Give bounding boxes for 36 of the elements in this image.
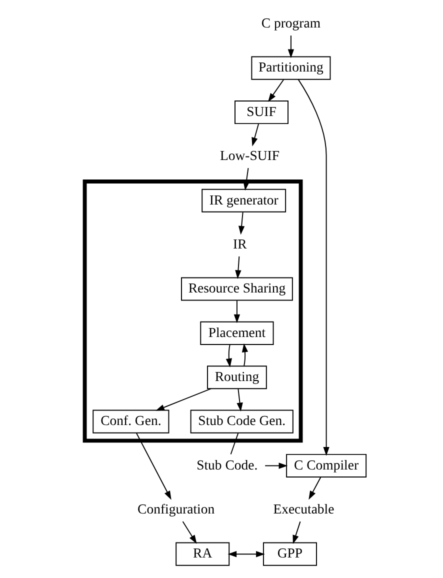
- arrow: [252, 123, 260, 146]
- node-text: IR: [233, 236, 247, 252]
- arrow: [268, 79, 284, 102]
- arrow: [234, 300, 240, 324]
- node-box: SUIF: [234, 100, 288, 124]
- node-box: IR generator: [202, 188, 286, 212]
- arrow: [242, 343, 248, 366]
- arrow: [243, 168, 250, 191]
- node-box: Stub Code Gen.: [190, 410, 294, 434]
- node-box: Placement: [200, 321, 274, 345]
- arrow: [156, 388, 212, 411]
- node-box: GPP: [262, 542, 317, 566]
- node-box: Partitioning: [251, 56, 331, 80]
- node-text: C program: [261, 16, 321, 31]
- arrow: [136, 432, 172, 500]
- node-text: Stub Code.: [196, 457, 258, 472]
- node-box: RA: [176, 542, 230, 566]
- arrow: [264, 462, 288, 469]
- node-box: Routing: [207, 366, 267, 390]
- arrow: [228, 551, 265, 558]
- node-box: Conf. Gen.: [92, 410, 170, 434]
- connector: [230, 432, 239, 455]
- node-box: Resource Sharing: [181, 277, 293, 301]
- arrow: [308, 476, 322, 500]
- arrow: [238, 212, 245, 235]
- arrow: [182, 521, 197, 544]
- arrow: [226, 344, 232, 368]
- arrow: [288, 35, 294, 58]
- arrow: [235, 256, 242, 279]
- arrow: [298, 78, 330, 456]
- node-text: Low-SUIF: [220, 148, 280, 164]
- node-text: Executable: [273, 502, 334, 517]
- arrow: [292, 521, 301, 544]
- node-box: C Compiler: [286, 454, 367, 478]
- node-text: Configuration: [138, 502, 215, 517]
- arrow: [236, 388, 243, 412]
